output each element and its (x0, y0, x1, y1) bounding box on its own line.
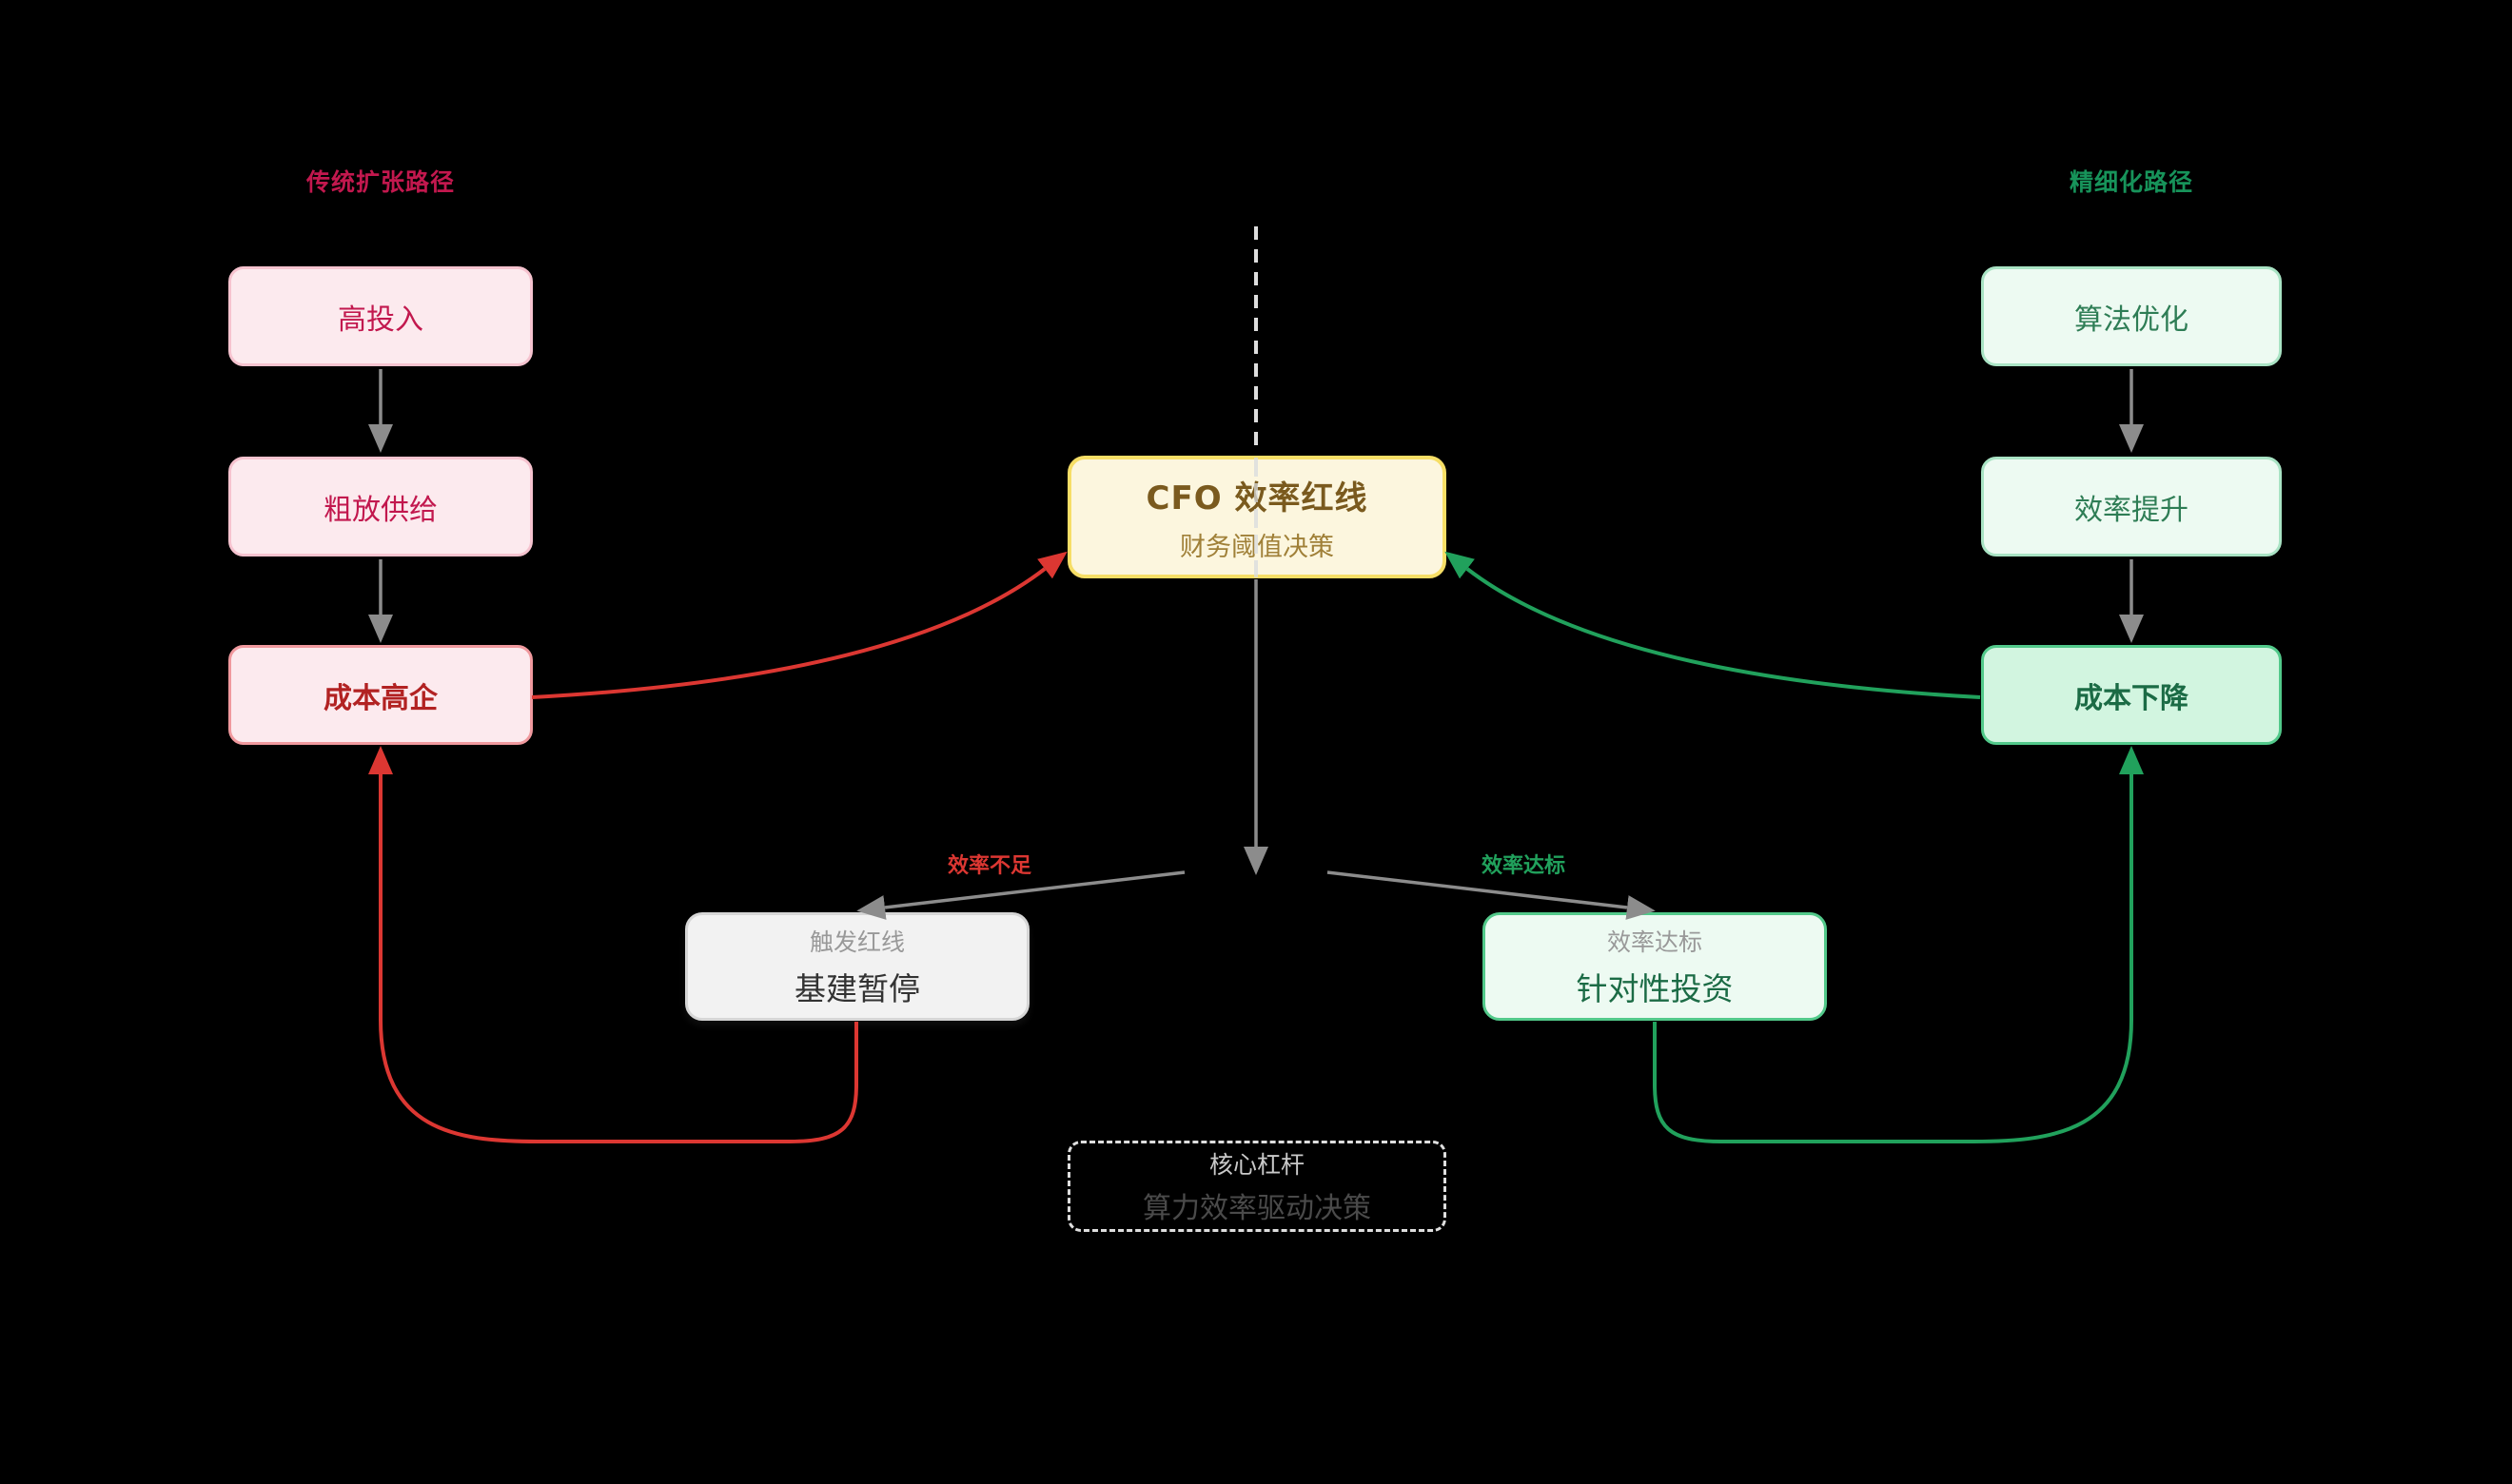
edge-label-efficiency-met: 效率达标 (1481, 854, 1565, 878)
edge-label-insufficient-efficiency: 效率不足 (947, 854, 1031, 878)
node-cfo-redline-title: CFO 效率红线 (1146, 478, 1368, 517)
node-efficiency-gain-label: 效率提升 (2074, 493, 2188, 527)
node-extensive-supply: 粗放供给 (228, 457, 533, 556)
node-algorithm-optimization-label: 算法优化 (2074, 303, 2188, 337)
node-cost-decline: 成本下降 (1981, 645, 2282, 745)
node-core-lever: 核心杠杆 算力效率驱动决策 (1068, 1141, 1446, 1232)
node-infra-pause-tag: 触发红线 (809, 928, 905, 956)
right-path-title-text: 精细化路径 (2069, 168, 2193, 196)
node-high-investment-label: 高投入 (338, 303, 423, 337)
node-core-lever-tag: 核心杠杆 (1208, 1151, 1305, 1179)
node-efficiency-gain: 效率提升 (1981, 457, 2282, 556)
node-infra-pause-name: 基建暂停 (795, 970, 920, 1007)
arrow-high-cost-to-cfo (531, 551, 1068, 699)
node-infra-pause: 触发红线 基建暂停 (685, 912, 1030, 1021)
left-path-title-text: 传统扩张路径 (305, 168, 455, 196)
node-extensive-supply-label: 粗放供给 (324, 493, 438, 527)
node-high-cost-label: 成本高企 (324, 681, 438, 715)
node-core-lever-name: 算力效率驱动决策 (1143, 1192, 1371, 1225)
node-targeted-investment: 效率达标 针对性投资 (1482, 912, 1827, 1021)
node-cfo-redline-subtitle: 财务阈值决策 (1180, 532, 1334, 562)
node-high-cost: 成本高企 (228, 645, 533, 745)
node-cfo-redline: CFO 效率红线 财务阈值决策 (1068, 456, 1446, 578)
node-high-investment: 高投入 (228, 266, 533, 366)
node-targeted-investment-tag: 效率达标 (1606, 928, 1702, 956)
node-algorithm-optimization: 算法优化 (1981, 266, 2282, 366)
left-path-title: 传统扩张路径 (228, 157, 533, 205)
node-cost-decline-label: 成本下降 (2074, 681, 2188, 715)
node-targeted-investment-name: 针对性投资 (1576, 970, 1734, 1007)
arrow-cost-decline-to-cfo (1444, 551, 1981, 699)
right-path-title: 精细化路径 (1981, 157, 2282, 205)
